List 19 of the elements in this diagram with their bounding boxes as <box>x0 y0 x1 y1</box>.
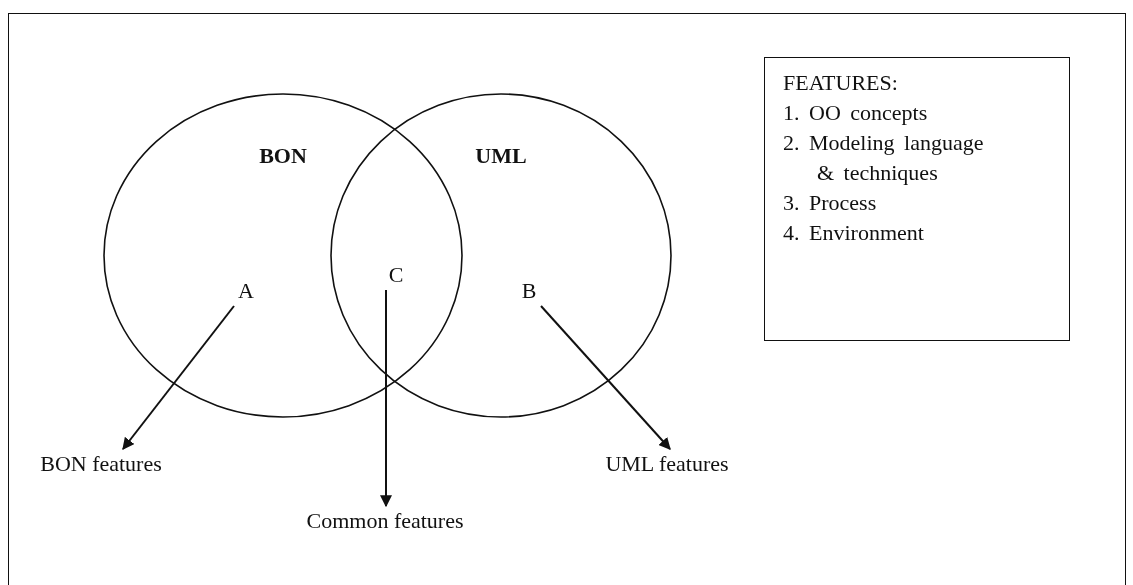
arrow <box>122 305 235 450</box>
venn-circle <box>103 93 463 418</box>
list-item: 4. Environment <box>783 219 925 247</box>
list-heading: FEATURES: <box>783 69 899 97</box>
outcome-label: BON features <box>26 449 176 479</box>
outcome-label: UML features <box>592 449 742 479</box>
venn-circle <box>330 93 672 418</box>
outcome-label: Common features <box>300 506 470 536</box>
features-box <box>764 57 1070 341</box>
region-letter: C <box>384 260 408 290</box>
arrow <box>540 305 671 450</box>
list-item: 1. OO concepts <box>783 99 929 127</box>
arrow <box>380 289 392 508</box>
region-letter: B <box>517 276 541 306</box>
region-letter: A <box>234 276 258 306</box>
set-label: BON <box>258 142 308 170</box>
list-item: 2. Modeling language & techniques <box>783 129 985 187</box>
list-item: 3. Process <box>783 189 878 217</box>
set-label: UML <box>474 142 528 170</box>
